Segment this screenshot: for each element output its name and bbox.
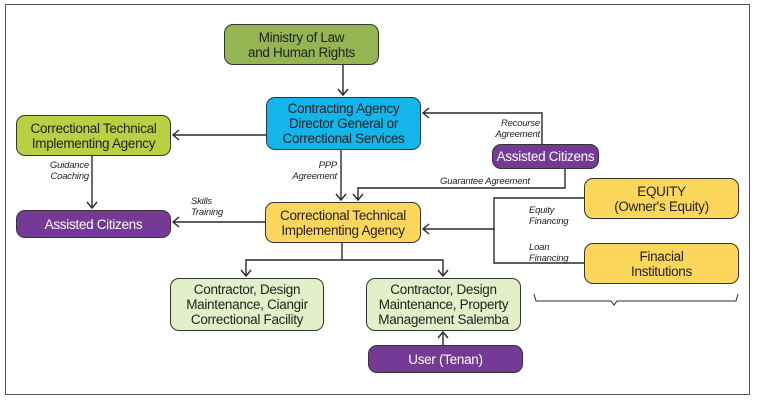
ctia-center-label: Correctional Technical Implementing Agen… xyxy=(280,207,406,238)
arrowhead xyxy=(421,223,430,235)
arrowhead xyxy=(421,107,430,119)
edge-recourse xyxy=(423,112,543,144)
ministry-node: Ministry of Law and Human Rights xyxy=(224,24,379,65)
equity-label: EQUITY (Owner's Equity) xyxy=(614,183,709,214)
loan-financing-label: Loan Financing xyxy=(529,242,569,264)
contractor-salemba-label: Contractor, Design Maintenance, Property… xyxy=(378,282,509,327)
ctia-center-node: Correctional Technical Implementing Agen… xyxy=(265,202,421,243)
edge-equity-financing xyxy=(493,197,584,264)
arrowhead xyxy=(337,88,349,97)
arrowhead xyxy=(171,129,180,141)
edge-contractor-split xyxy=(245,259,444,276)
arrowhead xyxy=(171,216,180,228)
assisted-citizens-right-label: Assisted Citizens xyxy=(496,149,595,164)
user-tenan-label: User (Tenan) xyxy=(408,351,483,367)
assisted-citizens-right-node: Assisted Citizens xyxy=(492,144,599,169)
ctia-top-node: Correctional Technical Implementing Agen… xyxy=(16,115,171,156)
ppp-agreement-label: PPP Agreement xyxy=(292,160,337,182)
guidance-coaching-label: Guidance Coaching xyxy=(49,160,89,182)
arrowhead xyxy=(86,201,98,210)
arrowhead xyxy=(240,269,252,278)
arrowhead xyxy=(335,193,347,202)
assisted-citizens-left-node: Assisted Citizens xyxy=(16,210,171,238)
equity-node: EQUITY (Owner's Equity) xyxy=(584,178,739,219)
contracting-agency-label: Contracting Agency Director General or C… xyxy=(282,101,405,146)
financial-institutions-label: Finacial Institutions xyxy=(631,248,692,279)
contracting-agency-node: Contracting Agency Director General or C… xyxy=(266,97,421,150)
arrowhead xyxy=(437,269,449,278)
equity-financing-label: Equity Financing xyxy=(529,205,569,227)
arrowhead xyxy=(437,330,449,339)
contractor-ciangir-node: Contractor, Design Maintenance, Ciangir … xyxy=(170,278,324,331)
financing-brace xyxy=(533,293,739,306)
ctia-top-label: Correctional Technical Implementing Agen… xyxy=(30,120,157,151)
user-tenan-node: User (Tenan) xyxy=(368,345,523,373)
ministry-label: Ministry of Law and Human Rights xyxy=(247,29,355,60)
assisted-citizens-left-label: Assisted Citizens xyxy=(44,216,143,232)
financial-institutions-node: Finacial Institutions xyxy=(584,243,739,284)
skills-training-label: Skills Training xyxy=(191,196,224,218)
arrowhead xyxy=(352,193,364,202)
recourse-agreement-label: Recourse Agreement xyxy=(495,118,540,140)
edge-guarantee xyxy=(357,168,566,200)
contractor-salemba-node: Contractor, Design Maintenance, Property… xyxy=(366,278,521,331)
contractor-ciangir-label: Contractor, Design Maintenance, Ciangir … xyxy=(186,282,308,327)
guarantee-agreement-label: Guarantee Agreement xyxy=(440,176,530,187)
